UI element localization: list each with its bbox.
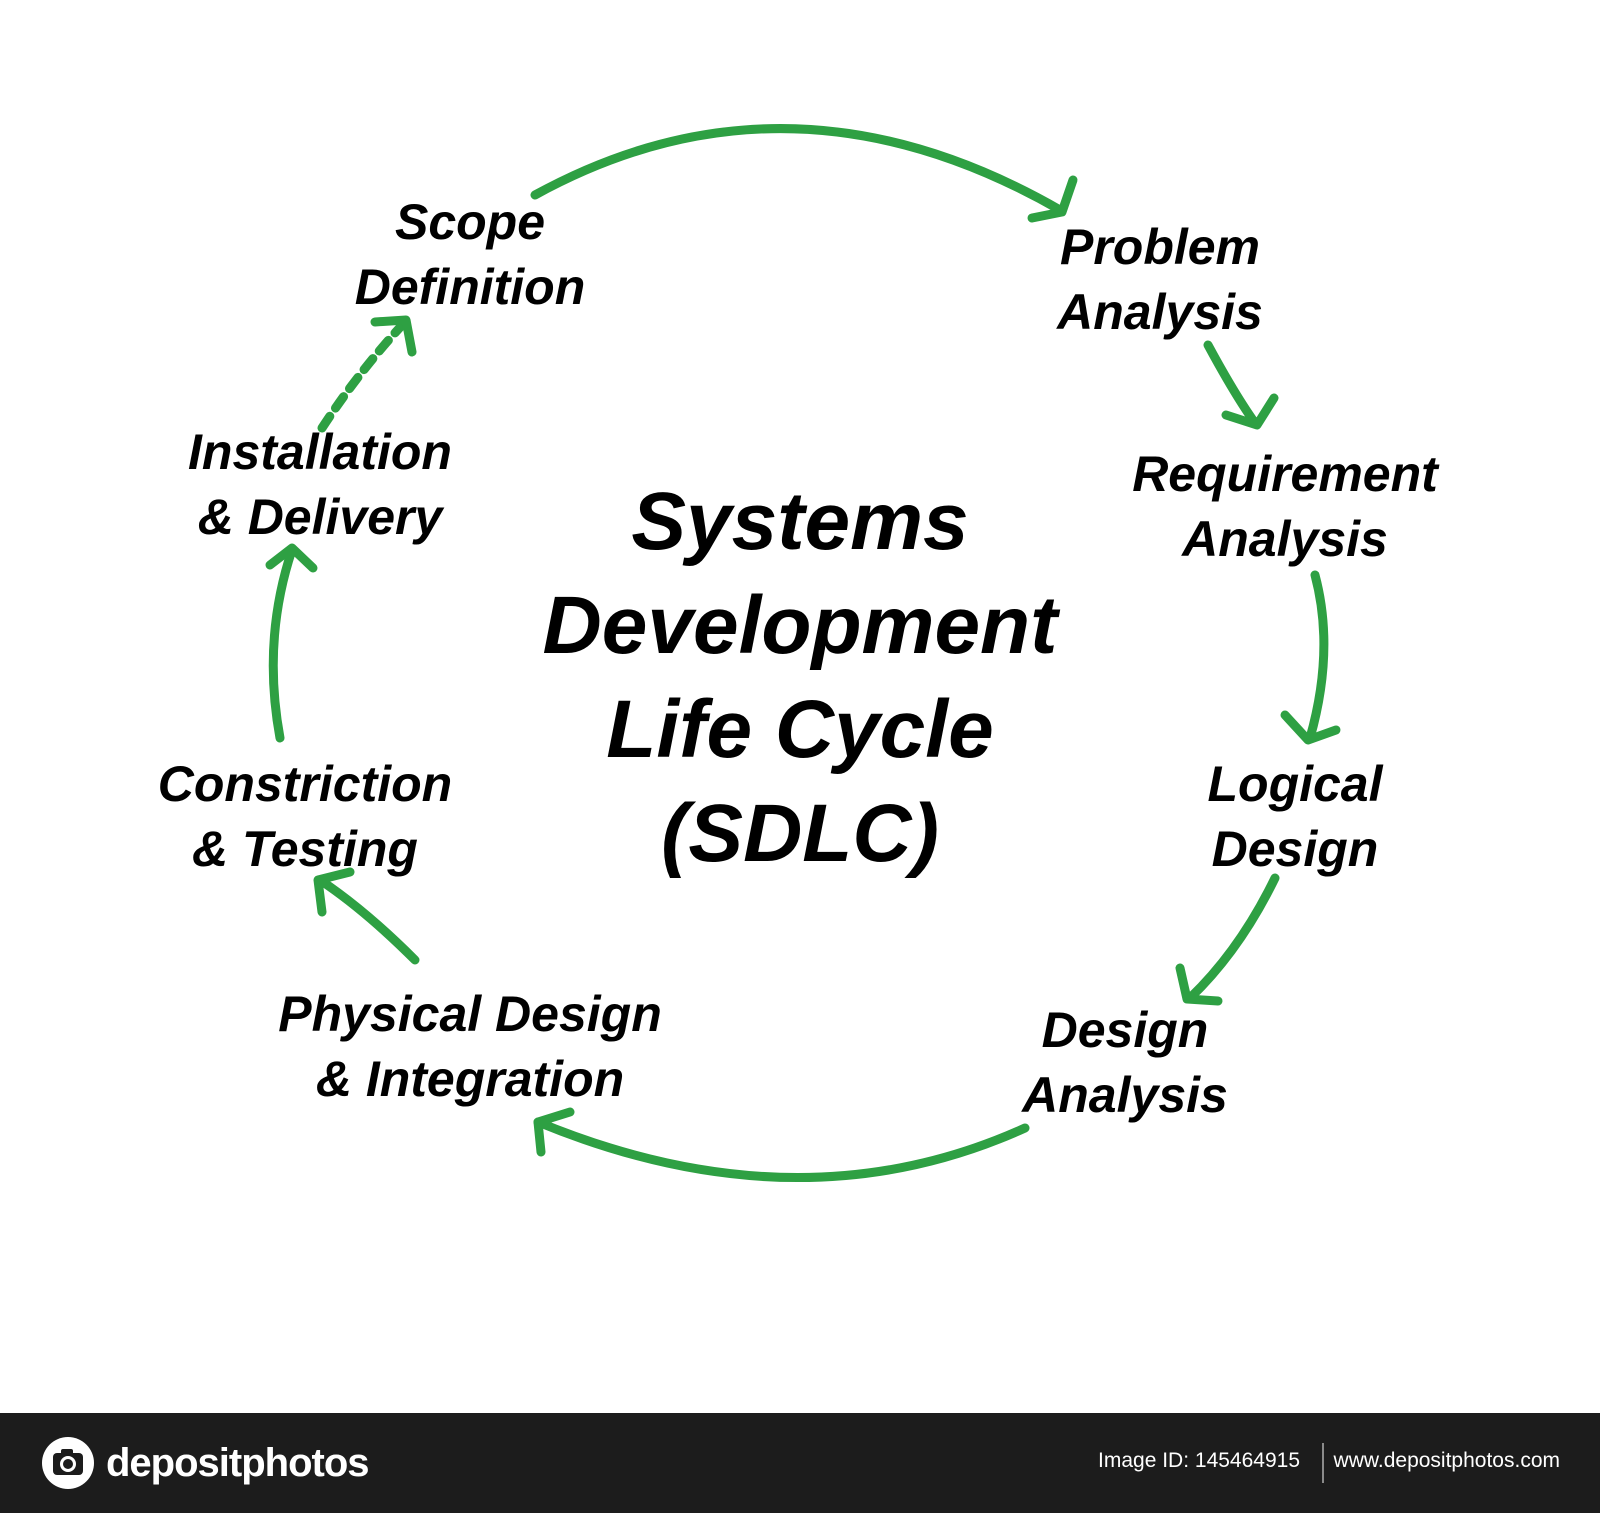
- arrow-installation-to-scope: [317, 317, 410, 433]
- stage-label-line: & Testing: [192, 821, 418, 877]
- stage-problem-analysis: Problem Analysis: [1040, 215, 1280, 345]
- logo-text: depositphotos: [106, 1440, 370, 1485]
- stage-label-line: Design: [1041, 1002, 1209, 1058]
- stage-construction-testing: Constriction & Testing: [150, 752, 460, 882]
- stage-installation-delivery: Installation & Delivery: [170, 420, 470, 550]
- stage-label-line: Constriction: [157, 756, 453, 812]
- arrowhead-scope-to-problem: [1027, 175, 1078, 223]
- stage-label-line: Analysis: [1182, 511, 1388, 567]
- stage-requirement-analysis: Requirement Analysis: [1110, 442, 1460, 572]
- arrow-logical-to-design: [1185, 873, 1280, 1003]
- stage-label-line: Analysis: [1022, 1067, 1228, 1123]
- diagram-title: Systems Development Life Cycle (SDLC): [500, 470, 1100, 886]
- arrow-design-to-physical: [533, 1117, 1030, 1183]
- footer-divider: [1322, 1443, 1324, 1483]
- stage-label-line: Scope: [394, 194, 546, 250]
- stage-label-line: Analysis: [1057, 284, 1263, 340]
- stage-logical-design: Logical Design: [1185, 752, 1405, 882]
- arrow-physical-to-construction: [315, 875, 420, 965]
- arrowhead-problem-to-requirement: [1221, 393, 1279, 430]
- cycle-arrows: [265, 124, 1341, 1183]
- stage-scope-definition: Scope Definition: [340, 190, 600, 320]
- arrow-construction-to-installation: [268, 545, 297, 743]
- stage-label-line: Problem: [1059, 219, 1261, 275]
- title-line: (SDLC): [661, 788, 939, 879]
- title-line: Life Cycle: [606, 684, 994, 775]
- arrowhead-installation-to-scope: [370, 315, 417, 357]
- footer-bar: depositphotos Image ID: 145464915 www.de…: [0, 1413, 1600, 1513]
- arrowhead-physical-to-construction: [313, 867, 355, 917]
- stage-label-line: & Delivery: [197, 489, 443, 545]
- arrowhead-logical-to-design: [1175, 963, 1223, 1006]
- camera-icon: [42, 1437, 94, 1489]
- site-link[interactable]: www.depositphotos.com: [1333, 1449, 1560, 1472]
- arrow-requirement-to-logical: [1305, 570, 1329, 743]
- title-line: Systems: [631, 476, 969, 567]
- arrowhead-construction-to-installation: [265, 543, 318, 573]
- stage-design-analysis: Design Analysis: [1005, 998, 1245, 1128]
- image-id: Image ID: 145464915: [1098, 1449, 1300, 1472]
- stage-label-line: Design: [1211, 821, 1379, 877]
- stage-label-line: Requirement: [1132, 446, 1438, 502]
- stage-label-line: Installation: [188, 424, 452, 480]
- stage-physical-design: Physical Design & Integration: [255, 982, 685, 1112]
- stage-label-line: Definition: [354, 259, 586, 315]
- depositphotos-logo[interactable]: depositphotos: [40, 1435, 370, 1491]
- stage-label-line: Logical: [1207, 756, 1383, 812]
- stage-label-line: Physical Design: [278, 986, 662, 1042]
- arrowhead-requirement-to-logical: [1280, 710, 1341, 745]
- arrowhead-design-to-physical: [533, 1107, 575, 1157]
- stage-label-line: & Integration: [315, 1051, 625, 1107]
- diagram: Scope Definition Problem Analysis Requir…: [150, 124, 1460, 1183]
- arrow-scope-to-problem: [530, 124, 1065, 215]
- title-line: Development: [542, 580, 1058, 671]
- arrow-problem-to-requirement: [1203, 340, 1260, 428]
